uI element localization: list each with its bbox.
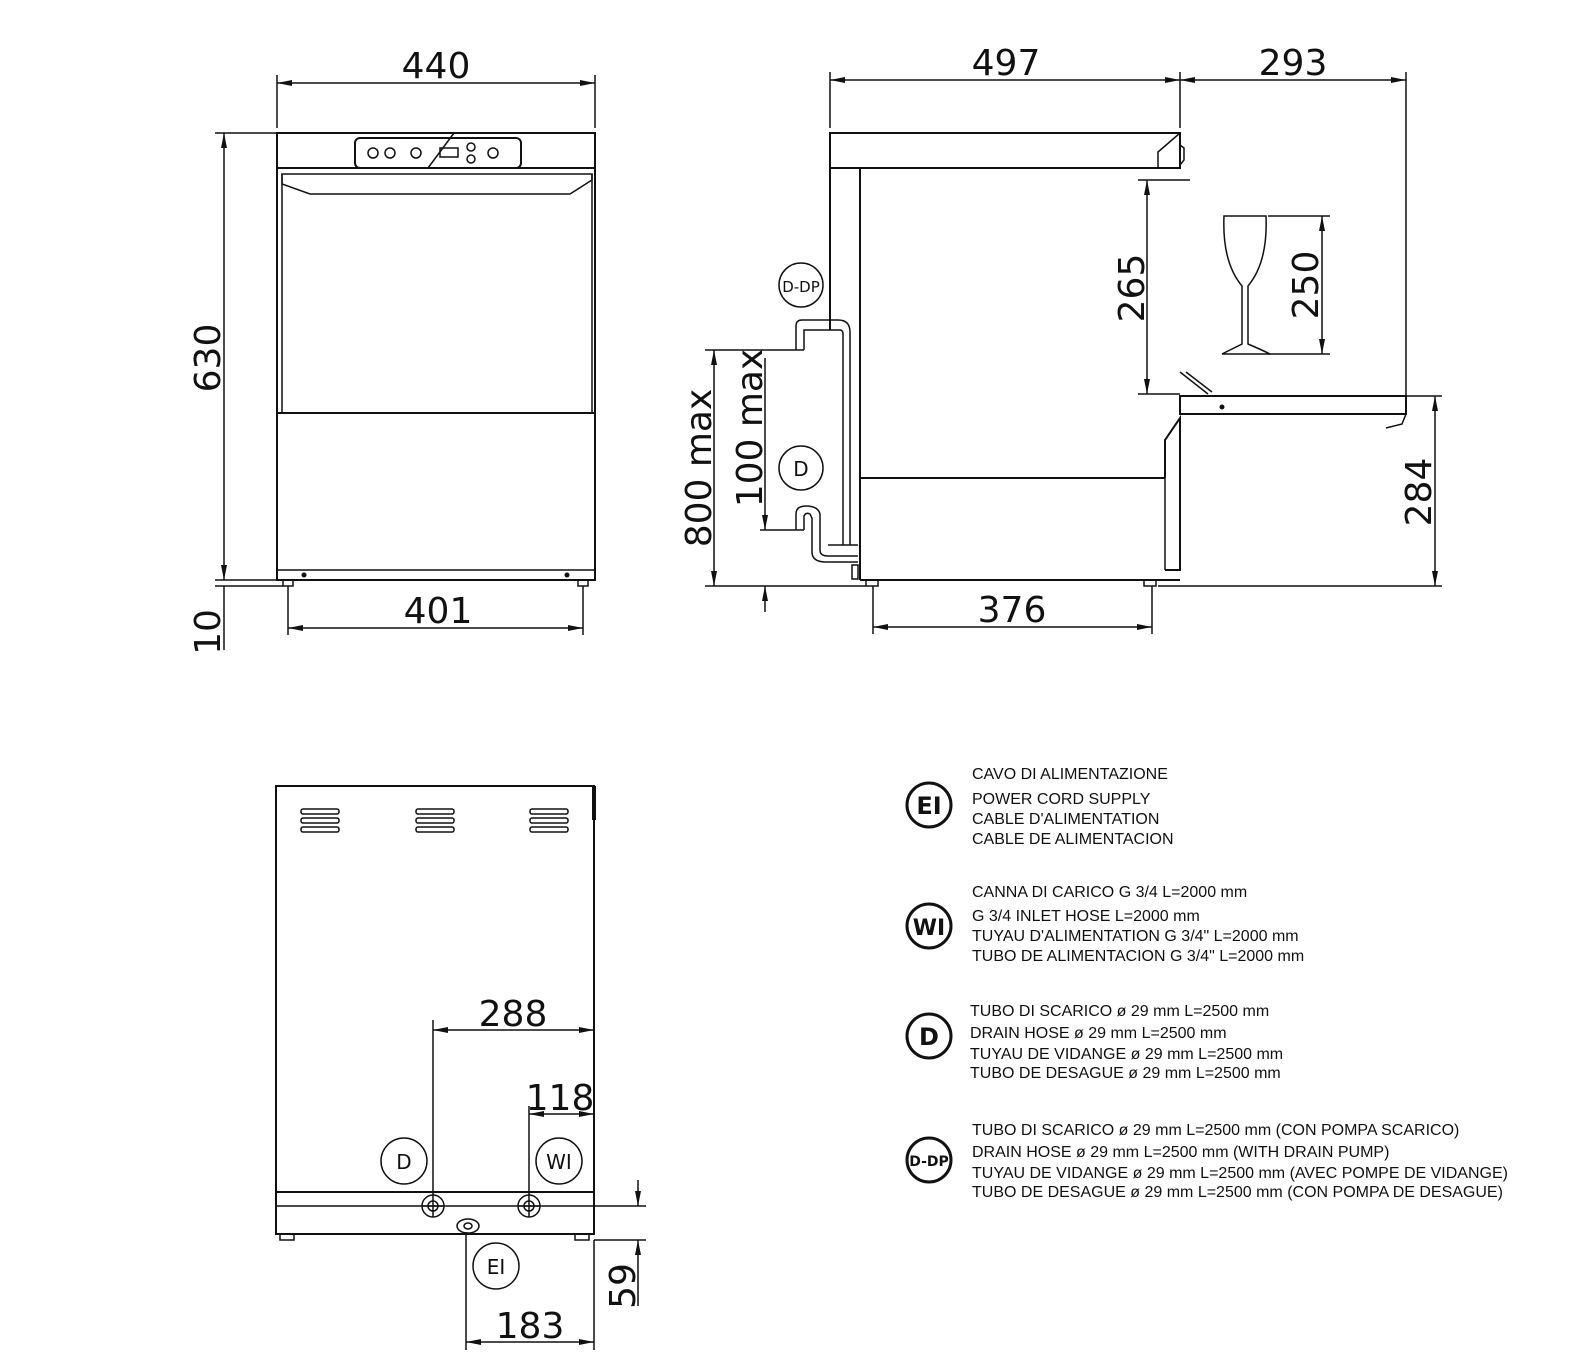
dim-label-183: 183	[496, 1306, 565, 1347]
legend-item-d-dp: D-DP TUBO DI SCARICO ø 29 mm L=2500 mm (…	[905, 1122, 1508, 1201]
dim-label-288: 288	[479, 994, 548, 1035]
dim-label-59: 59	[603, 1263, 644, 1309]
legend-d-dp-line-2: DRAIN HOSE ø 29 mm L=2500 mm (WITH DRAIN…	[972, 1144, 1389, 1161]
rear-foot-left	[279, 1233, 295, 1241]
control-panel	[354, 137, 522, 169]
tag-ei-rear-label: EI	[487, 1255, 506, 1279]
front-screw-left	[301, 572, 307, 578]
legend-ei-line-3: CABLE D'ALIMENTATION	[972, 811, 1159, 828]
legend-wi-line-2: G 3/4 INLET HOSE L=2000 mm	[972, 908, 1200, 925]
control-knob-3	[410, 147, 422, 159]
water-inlet-connector-icon	[517, 1194, 541, 1218]
tag-d-side	[778, 445, 824, 491]
drain-gravity-hose	[795, 505, 858, 557]
dim-label-401: 401	[404, 591, 473, 632]
legend: EI CAVO DI ALIMENTAZIONE POWER CORD SUPP…	[905, 766, 1508, 1201]
tag-d-side-label: D	[793, 457, 808, 481]
tag-d-dp-side-label: D-DP	[782, 278, 820, 296]
tag-wi-rear	[535, 1137, 583, 1185]
dim-label-293: 293	[1259, 43, 1328, 84]
tag-d-dp-side	[778, 262, 824, 308]
dim-label-440: 440	[402, 46, 471, 87]
legend-d-dp-line-1: TUBO DI SCARICO ø 29 mm L=2500 mm (CON P…	[972, 1122, 1459, 1139]
wine-glass-icon	[1221, 215, 1271, 355]
rear-body-outline	[275, 785, 595, 1235]
side-foot-front	[1143, 579, 1157, 587]
legend-wi-line-3: TUYAU D'ALIMENTATION G 3/4" L=2000 mm	[972, 928, 1299, 945]
legend-ei-line-1: CAVO DI ALIMENTAZIONE	[972, 766, 1168, 783]
dim-label-118: 118	[526, 1078, 595, 1119]
legend-item-ei: EI CAVO DI ALIMENTAZIONE POWER CORD SUPP…	[905, 766, 1174, 848]
dim-label-497: 497	[972, 43, 1041, 84]
vent-center	[415, 808, 455, 833]
tag-ei-rear	[472, 1242, 520, 1290]
dim-label-284: 284	[1399, 458, 1440, 527]
vent-right	[529, 808, 569, 833]
dim-label-265: 265	[1112, 254, 1153, 323]
control-knob-1	[367, 147, 379, 159]
control-knob-2	[384, 147, 396, 159]
tag-d-rear-label: D	[396, 1150, 411, 1174]
legend-ei-line-4: CABLE DE ALIMENTACION	[972, 831, 1174, 848]
legend-item-d: D TUBO DI SCARICO ø 29 mm L=2500 mm DRAI…	[905, 1003, 1283, 1082]
dim-label-250: 250	[1286, 251, 1327, 320]
legend-symbol-wi-label: WI	[913, 916, 945, 941]
control-led-1	[466, 142, 476, 152]
legend-wi-line-1: CANNA DI CARICO G 3/4 L=2000 mm	[972, 884, 1247, 901]
side-top-lid	[829, 132, 1181, 169]
legend-symbol-ei-label: EI	[916, 792, 941, 820]
drain-connector-icon	[421, 1194, 445, 1218]
legend-d-line-4: TUBO DE DESAGUE ø 29 mm L=2500 mm	[970, 1065, 1281, 1082]
rear-view: D WI EI 288 118 183 59	[275, 785, 646, 1350]
tag-wi-rear-label: WI	[546, 1150, 572, 1174]
drain-pump-hose	[795, 319, 851, 545]
dim-label-376: 376	[978, 590, 1047, 631]
legend-item-wi: WI CANNA DI CARICO G 3/4 L=2000 mm G 3/4…	[905, 884, 1304, 965]
side-foot-rear	[865, 579, 879, 587]
dim-label-800-max: 800 max	[679, 389, 720, 548]
legend-d-line-2: DRAIN HOSE ø 29 mm L=2500 mm	[970, 1025, 1227, 1042]
legend-ei-line-2: POWER CORD SUPPLY	[972, 791, 1151, 808]
legend-symbol-d-label: D	[919, 1023, 939, 1051]
front-screw-right	[564, 572, 570, 578]
dim-label-630: 630	[188, 324, 229, 393]
legend-d-line-3: TUYAU DE VIDANGE ø 29 mm L=2500 mm	[970, 1046, 1283, 1063]
legend-wi-line-4: TUBO DE ALIMENTACION G 3/4" L=2000 mm	[972, 948, 1304, 965]
front-body-outline	[276, 132, 596, 581]
legend-symbol-d-dp	[905, 1136, 953, 1184]
legend-symbol-ei	[905, 781, 953, 829]
legend-d-line-1: TUBO DI SCARICO ø 29 mm L=2500 mm	[970, 1003, 1269, 1020]
dim-label-100-max: 100 max	[730, 349, 771, 508]
door-handle	[281, 173, 593, 195]
control-led-2	[466, 154, 476, 164]
legend-symbol-d-dp-label: D-DP	[909, 1154, 949, 1170]
open-door	[1179, 395, 1407, 415]
legend-d-dp-line-4: TUBO DE DESAGUE ø 29 mm L=2500 mm (CON P…	[972, 1184, 1503, 1201]
rear-foot-right	[574, 1233, 590, 1241]
side-front-panel	[1164, 414, 1181, 571]
power-cord-connector-icon	[456, 1218, 480, 1234]
legend-symbol-d	[905, 1012, 953, 1060]
legend-d-dp-line-3: TUYAU DE VIDANGE ø 29 mm L=2500 mm (AVEC…	[972, 1165, 1508, 1182]
tag-d-rear	[380, 1137, 428, 1185]
vent-left	[300, 808, 340, 833]
control-panel-slash	[427, 132, 455, 169]
control-start-button	[487, 147, 499, 159]
dim-label-10: 10	[188, 609, 229, 655]
side-view: D-DP D 497 293 265 250 284 376	[679, 43, 1442, 634]
front-view: 440 630 10 401	[188, 46, 596, 655]
legend-symbol-wi	[905, 902, 953, 950]
